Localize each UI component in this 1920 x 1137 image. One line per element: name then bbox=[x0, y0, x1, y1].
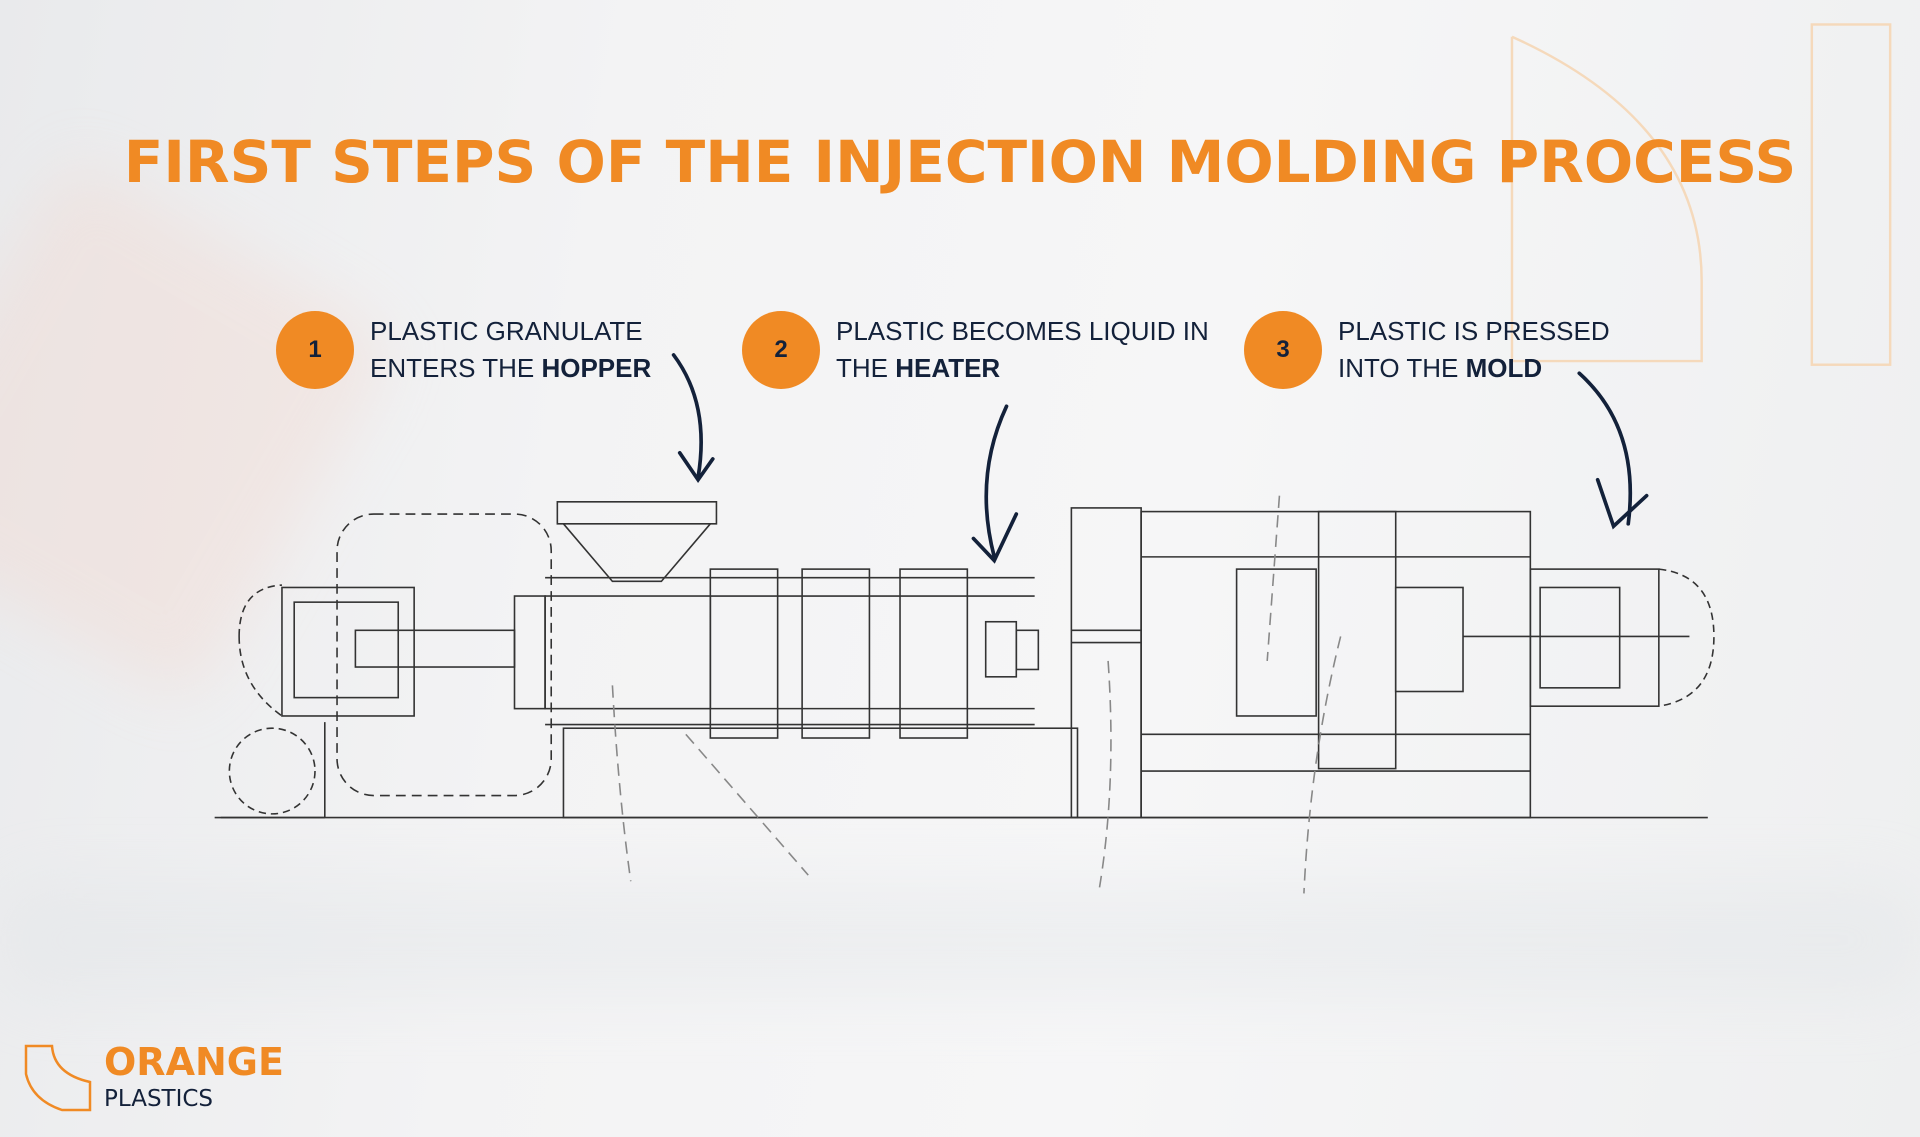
arrow-to-heater-icon bbox=[971, 404, 1019, 564]
step-line: INTO THE MOLD bbox=[1338, 350, 1610, 387]
step-number-badge: 2 bbox=[742, 311, 820, 389]
step-1: 1 PLASTIC GRANULATE ENTERS THE HOPPER bbox=[276, 311, 651, 389]
step-line-prefix: THE bbox=[836, 353, 896, 383]
orange-plastics-logo-icon bbox=[24, 1044, 92, 1112]
step-keyword: HEATER bbox=[895, 353, 1001, 383]
step-text: PLASTIC GRANULATE ENTERS THE HOPPER bbox=[370, 313, 651, 387]
step-line: THE HEATER bbox=[836, 350, 1209, 387]
step-line: PLASTIC BECOMES LIQUID IN bbox=[836, 316, 1209, 346]
step-3: 3 PLASTIC IS PRESSED INTO THE MOLD bbox=[1244, 311, 1610, 389]
motion-lines bbox=[611, 495, 1342, 894]
barrel-heater bbox=[513, 568, 1040, 739]
arrow-to-mold-icon bbox=[1577, 371, 1649, 530]
step-number-badge: 1 bbox=[276, 311, 354, 389]
logo-subtitle: PLASTICS bbox=[104, 1086, 214, 1112]
step-line: ENTERS THE HOPPER bbox=[370, 350, 651, 387]
step-keyword: MOLD bbox=[1465, 353, 1543, 383]
clamping-unit bbox=[1070, 507, 1715, 819]
step-text: PLASTIC BECOMES LIQUID IN THE HEATER bbox=[836, 313, 1209, 387]
page-title: FIRST STEPS OF THE INJECTION MOLDING PRO… bbox=[123, 128, 1797, 196]
hydraulic-unit bbox=[220, 513, 553, 819]
step-2: 2 PLASTIC BECOMES LIQUID IN THE HEATER bbox=[742, 311, 1209, 389]
arrow-to-hopper-icon bbox=[671, 353, 715, 483]
step-number-badge: 3 bbox=[1244, 311, 1322, 389]
hopper bbox=[556, 501, 718, 583]
logo-brand: ORANGE bbox=[104, 1040, 284, 1084]
step-text: PLASTIC IS PRESSED INTO THE MOLD bbox=[1338, 313, 1610, 387]
step-keyword: HOPPER bbox=[541, 353, 652, 383]
step-line: PLASTIC IS PRESSED bbox=[1338, 316, 1610, 346]
step-line: PLASTIC GRANULATE bbox=[370, 316, 643, 346]
step-line-prefix: ENTERS THE bbox=[370, 353, 542, 383]
step-line-prefix: INTO THE bbox=[1338, 353, 1466, 383]
background-blur bbox=[0, 880, 1920, 1000]
